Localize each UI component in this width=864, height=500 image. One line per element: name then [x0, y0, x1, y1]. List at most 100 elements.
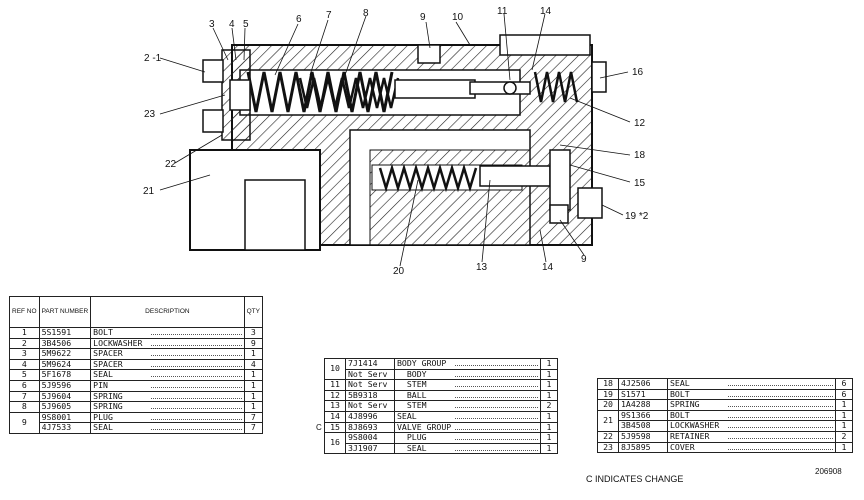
- table-cell: [314, 411, 325, 422]
- change-mark: C: [316, 422, 322, 432]
- table-cell: 9S8004: [345, 432, 395, 444]
- table-cell: 5B9318: [345, 389, 395, 402]
- callout-label: 9: [581, 254, 587, 265]
- table-cell: VALVE GROUP: [394, 421, 541, 434]
- table-cell: 2: [835, 430, 853, 443]
- table-cell: SPACER: [90, 358, 245, 371]
- table-cell: Not Serv: [345, 379, 395, 391]
- callout-label: 15: [634, 178, 646, 189]
- callout-label: 23: [144, 109, 156, 120]
- table-cell: 11: [324, 379, 346, 391]
- table-cell: 6: [9, 379, 40, 392]
- table-cell: 1: [835, 399, 853, 411]
- right-bolts: [417, 44, 607, 224]
- table-cell: 4J8996: [345, 410, 395, 423]
- table-cell: S1571: [618, 388, 668, 401]
- table-cell: 8: [9, 401, 40, 413]
- table-cell: Not Serv: [345, 368, 395, 381]
- table-cell: 1: [540, 358, 558, 370]
- table-cell: 5J9598: [618, 430, 668, 443]
- table-cell: 9S8001: [38, 411, 92, 424]
- qty-header: QTY: [243, 296, 264, 328]
- table-cell: STEM: [394, 400, 541, 412]
- table-cell: [314, 401, 325, 412]
- table-cell: 1: [540, 432, 558, 444]
- table-cell: 4: [9, 358, 40, 371]
- callout-label: 19 *2: [625, 211, 649, 222]
- table-cell: SPRING: [90, 401, 245, 413]
- table-cell: 2: [9, 337, 40, 350]
- table-cell: 10: [324, 357, 346, 381]
- callout-label: 12: [634, 118, 646, 129]
- table-cell: 15: [324, 421, 346, 434]
- callout-label: 2 -1: [144, 53, 162, 64]
- callout-label: 22: [165, 159, 177, 170]
- table-cell: BODY: [394, 368, 541, 381]
- table-cell: 4: [243, 358, 264, 371]
- callout-label: 10: [452, 12, 464, 23]
- table-cell: [314, 443, 325, 454]
- table-cell: 4J2506: [618, 378, 668, 390]
- callout-label: 18: [634, 150, 646, 161]
- table-cell: BOLT: [667, 388, 836, 401]
- table-cell: 19: [597, 388, 619, 401]
- table-cell: SEAL: [90, 422, 245, 434]
- table-cell: 20: [597, 399, 619, 411]
- table-cell: 7: [9, 390, 40, 403]
- callout-label: 7: [326, 10, 332, 21]
- table-cell: 1: [835, 441, 853, 454]
- table-cell: BODY GROUP: [394, 358, 541, 370]
- callout-label: 8: [363, 8, 369, 19]
- table-cell: 1: [540, 389, 558, 402]
- table-cell: 8J8693: [345, 421, 395, 434]
- callout-labels: 2 -1 3 4 5 6 7 8 9 10 11 14 16 12 18 15 …: [143, 6, 649, 277]
- table-cell: 22: [597, 430, 619, 443]
- ref-no-header: REF NO: [9, 296, 40, 328]
- table-cell: 1: [9, 327, 40, 339]
- table-cell: 1: [243, 390, 264, 403]
- callout-label: 6: [296, 14, 302, 25]
- table-cell: 1: [540, 442, 558, 455]
- description-header: DESCRIPTION: [90, 296, 245, 328]
- table-cell: PLUG: [394, 432, 541, 444]
- table-cell: 8J5895: [618, 441, 668, 454]
- table-cell: 1: [243, 379, 264, 392]
- table-cell: 12: [324, 389, 346, 402]
- table-cell: 7J1414: [345, 358, 395, 370]
- table-cell: BOLT: [90, 327, 245, 339]
- table-cell: COVER: [667, 441, 836, 454]
- callout-label: 20: [393, 266, 405, 277]
- table-cell: 1: [540, 410, 558, 423]
- table-cell: 5M9622: [38, 348, 92, 360]
- table-cell: 21: [597, 409, 619, 432]
- table-cell: 1A4288: [618, 399, 668, 411]
- callout-label: 14: [540, 6, 552, 17]
- callout-label: 14: [542, 262, 554, 273]
- table-cell: 9S1366: [618, 409, 668, 422]
- table-cell: [314, 380, 325, 391]
- table-cell: LOCKWASHER: [667, 420, 836, 432]
- table-cell: 5J9596: [38, 379, 92, 392]
- table-cell: 3J1907: [345, 442, 395, 455]
- table-cell: 9: [243, 337, 264, 350]
- table-cell: 3B4508: [618, 420, 668, 432]
- table-cell: PIN: [90, 379, 245, 392]
- table-cell: 1: [835, 409, 853, 422]
- part-number-header: PART NUMBER: [38, 296, 92, 328]
